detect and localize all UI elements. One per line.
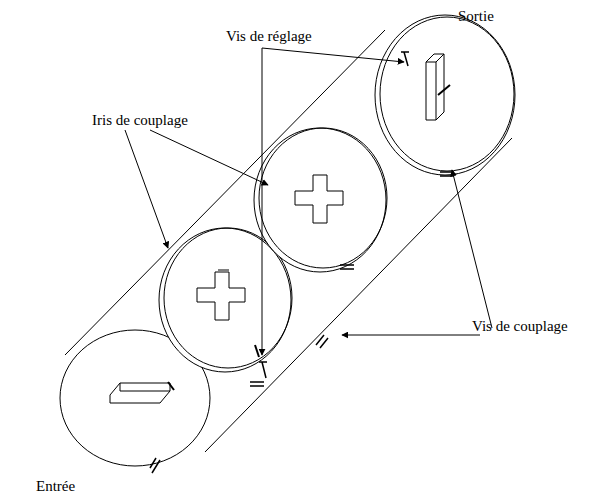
part-label: Vis de couplage	[472, 318, 568, 335]
part-label: Sortie	[458, 8, 494, 25]
part-label: Vis de réglage	[226, 28, 312, 45]
part-label: Entrée	[36, 478, 75, 495]
part-label: Iris de couplage	[92, 112, 188, 129]
